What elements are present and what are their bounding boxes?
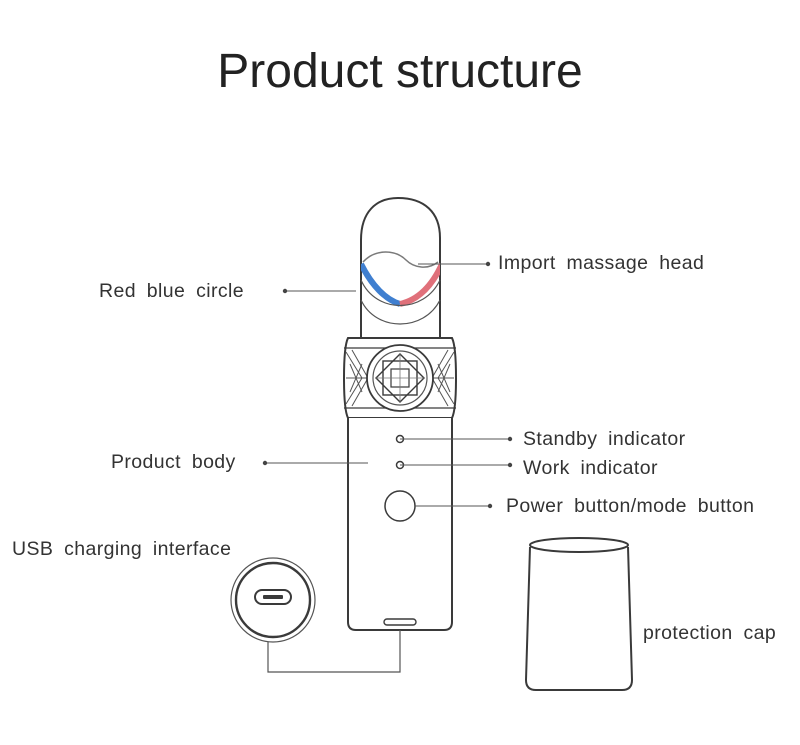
label-usb-charging-interface: USB charging interface (12, 538, 232, 560)
label-product-body: Product body (111, 451, 236, 473)
label-import-massage-head: Import massage head (498, 252, 705, 274)
label-red-blue-circle: Red blue circle (99, 280, 244, 302)
leader-dots (262, 261, 513, 509)
power-button (384, 490, 416, 522)
label-standby-indicator: Standby indicator (523, 428, 686, 450)
page-title: Product structure (217, 45, 583, 98)
product-body (347, 418, 453, 631)
usb-port-bottom (383, 618, 417, 626)
leader-lines (265, 263, 510, 507)
blue-ring (361, 262, 402, 307)
ornamental-collar (342, 337, 458, 419)
red-ring (399, 262, 440, 307)
massage-head (360, 196, 441, 341)
protection-cap (524, 537, 634, 691)
label-protection-cap: protection cap (643, 622, 777, 644)
usb-interface-detail (230, 557, 401, 673)
label-power-button: Power button/mode button (506, 495, 755, 517)
label-work-indicator: Work indicator (523, 457, 658, 479)
